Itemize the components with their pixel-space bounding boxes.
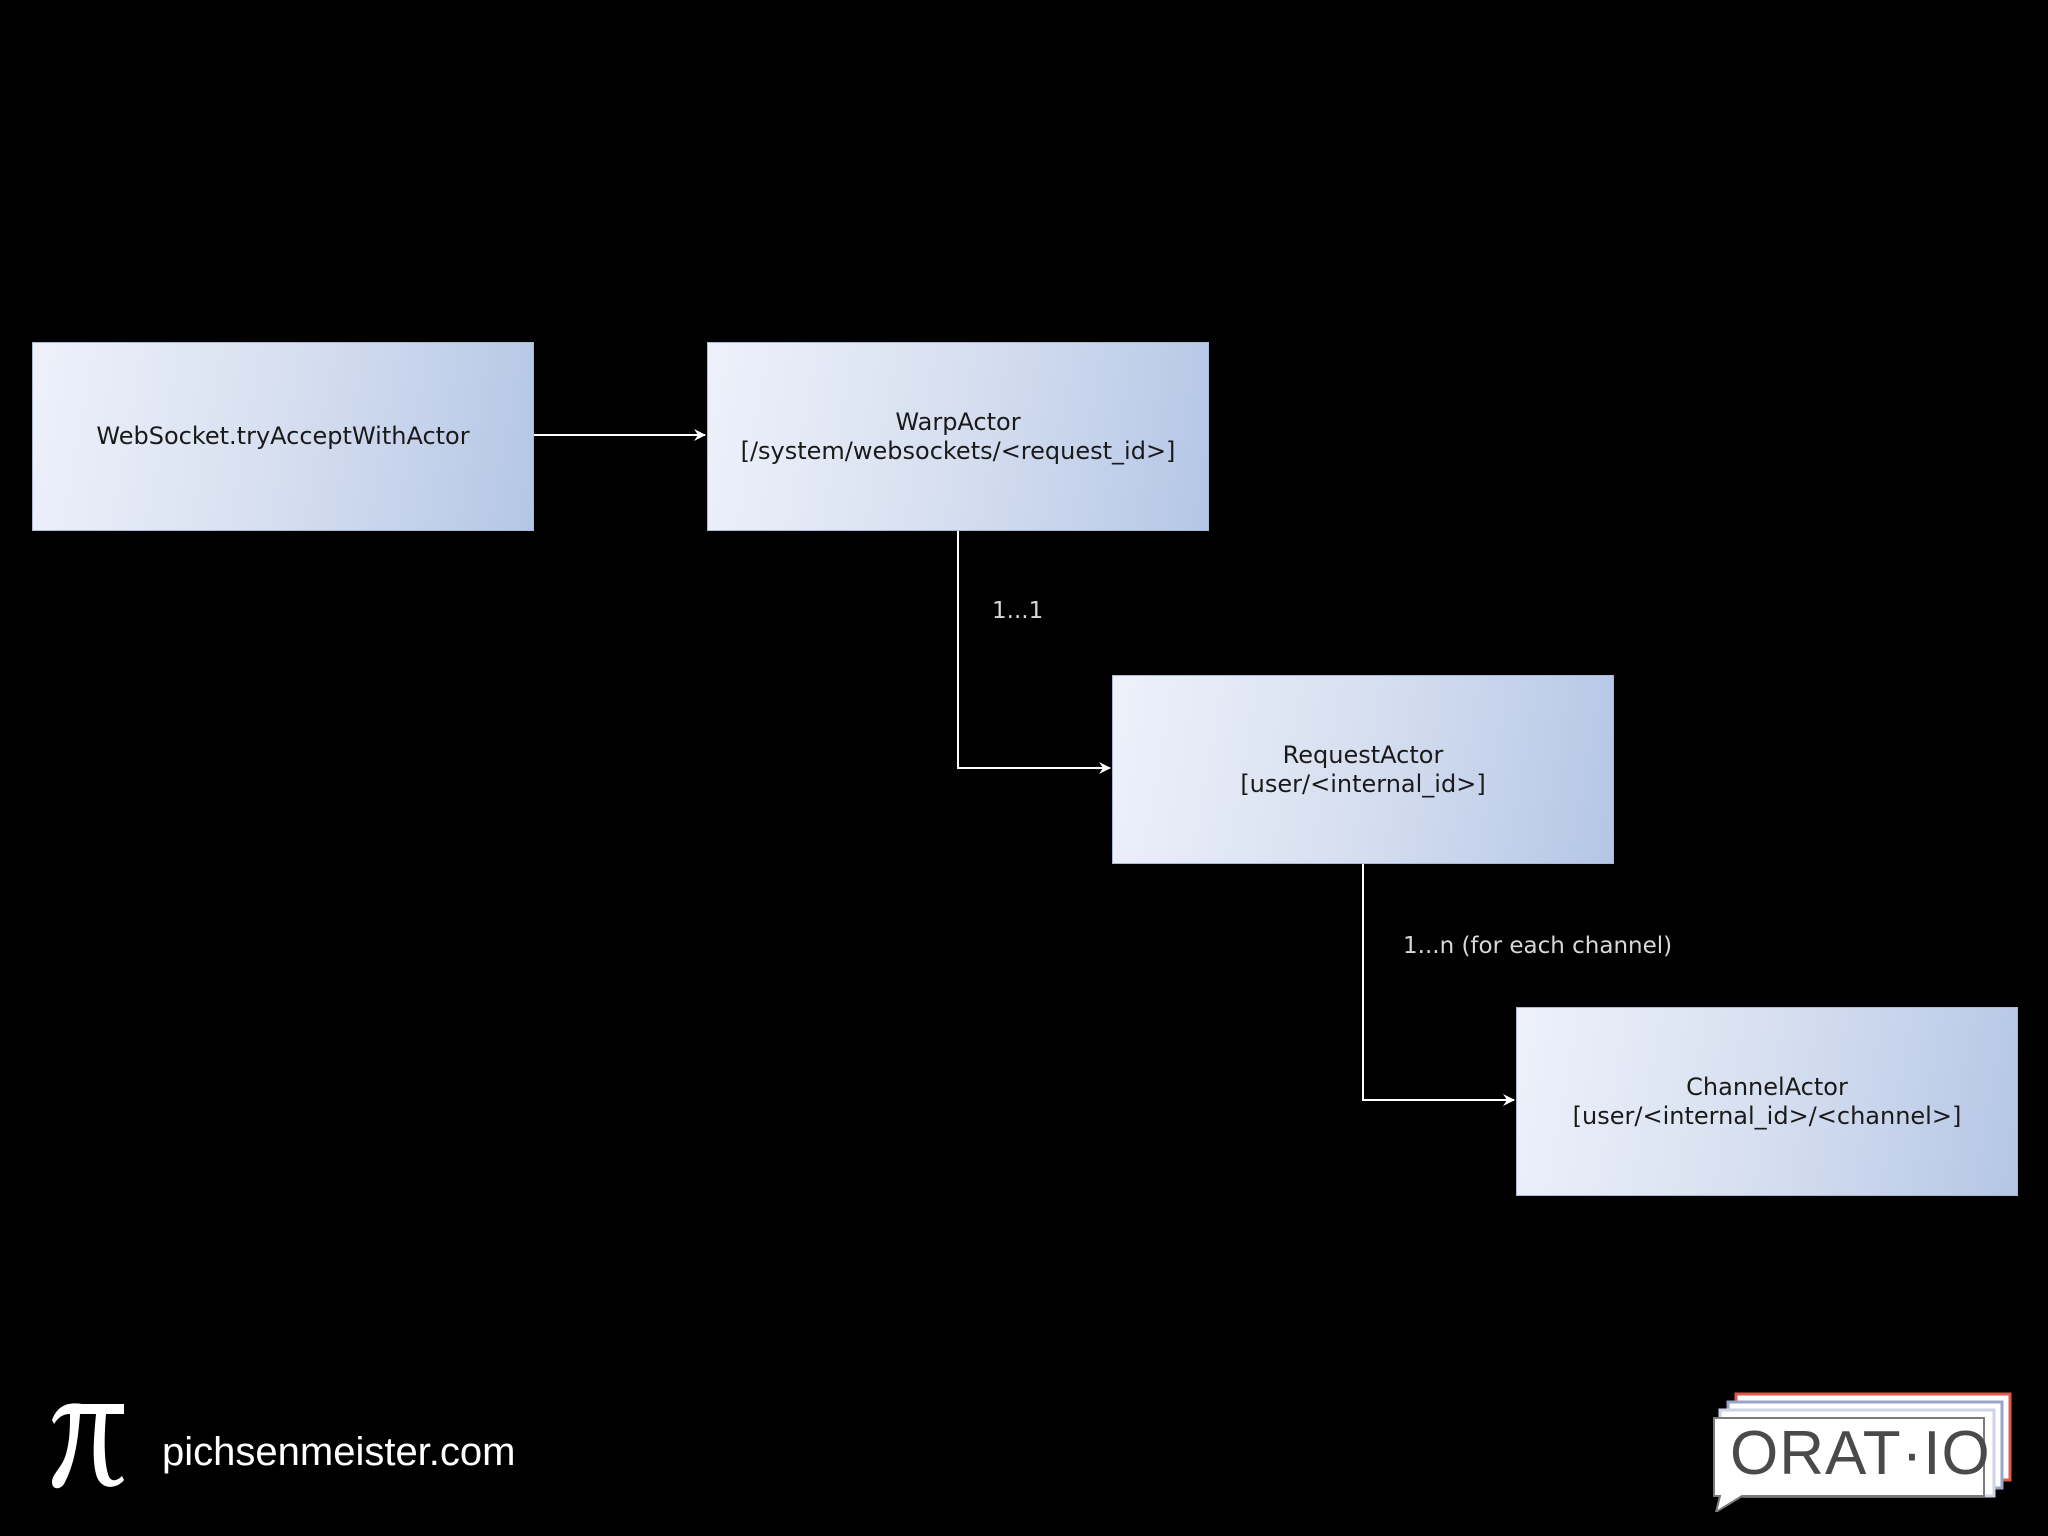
node-path: [user/<internal_id>/<channel>]: [1572, 1101, 1962, 1130]
edge-requestactor-to-channelactor: [1362, 864, 1515, 1106]
speech-bubble-logo-icon: [1713, 1392, 2012, 1512]
node-request-actor: RequestActor [user/<internal_id>]: [1112, 675, 1614, 864]
oratio-logo-text: ORAT·IO: [1730, 1419, 1991, 1488]
edge-label-one-to-one: 1...1: [992, 598, 1044, 624]
pi-symbol-icon: [52, 1403, 124, 1489]
node-channel-actor: ChannelActor [user/<internal_id>/<channe…: [1516, 1007, 2018, 1196]
node-title: ChannelActor: [1686, 1072, 1848, 1101]
node-warp-actor: WarpActor [/system/websockets/<request_i…: [707, 342, 1209, 531]
edge-warpactor-to-requestactor: [957, 531, 1111, 774]
node-path: [user/<internal_id>]: [1240, 769, 1486, 798]
node-title: RequestActor: [1282, 740, 1444, 769]
node-label: WebSocket.tryAcceptWithActor: [96, 422, 470, 450]
node-websocket-try-accept: WebSocket.tryAcceptWithActor: [32, 342, 534, 531]
node-title: WarpActor: [895, 407, 1021, 436]
edge-label-one-to-many: 1...n (for each channel): [1403, 933, 1673, 959]
site-url: pichsenmeister.com: [162, 1430, 516, 1474]
node-path: [/system/websockets/<request_id>]: [740, 436, 1176, 465]
